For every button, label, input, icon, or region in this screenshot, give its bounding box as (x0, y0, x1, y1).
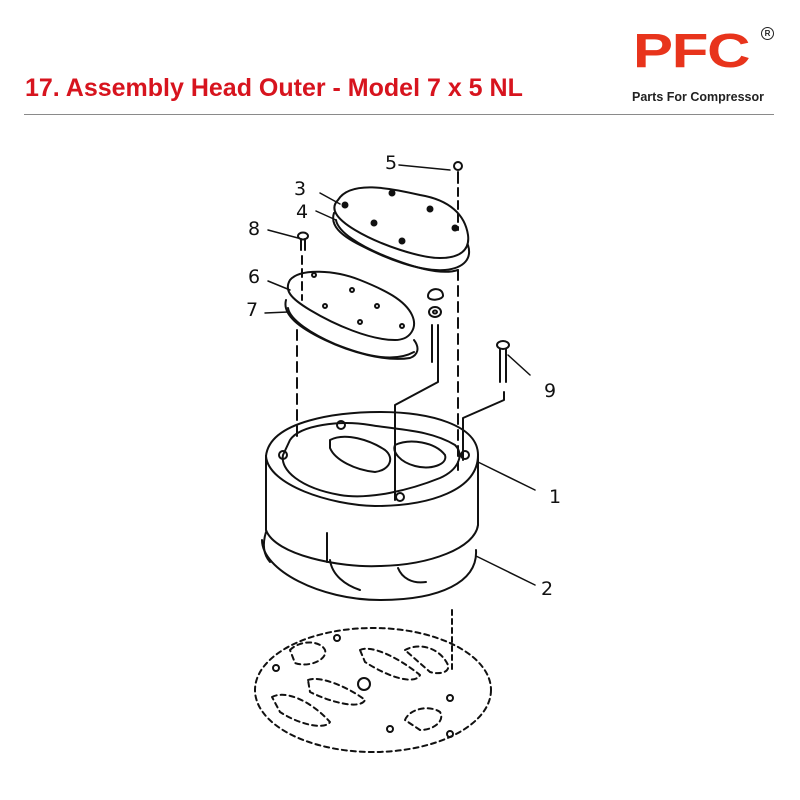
logo-tagline: Parts For Compressor (632, 90, 764, 104)
callout-5: 5 (385, 152, 398, 174)
part-1-head-body (265, 411, 479, 568)
callout-9: 9 (544, 380, 557, 402)
callout-7: 7 (246, 299, 259, 321)
part-4-gasket (332, 212, 470, 273)
callout-6: 6 (248, 266, 261, 288)
part-6-plate (286, 270, 415, 341)
part-2-gasket (261, 531, 478, 601)
part-3-cover-plate (333, 186, 470, 259)
base-plate-holes (272, 634, 454, 738)
part-5-screw (453, 161, 463, 471)
callout-2: 2 (541, 578, 554, 600)
callout-8: 8 (248, 218, 261, 240)
callout-4: 4 (296, 201, 309, 223)
callout-1: 1 (549, 486, 562, 508)
stud-nut-washer (394, 288, 444, 501)
logo-mark: PFC (633, 25, 751, 78)
title-divider (24, 114, 774, 115)
part-7-gasket (284, 299, 419, 360)
callout-3: 3 (294, 178, 307, 200)
part-9-bolt (462, 340, 510, 461)
part-8-screw (296, 231, 309, 441)
leader-lines (264, 164, 536, 586)
page-title: 17. Assembly Head Outer - Model 7 x 5 NL (25, 74, 523, 102)
registered-icon: R (761, 27, 774, 40)
valve-base-plate (254, 609, 492, 753)
